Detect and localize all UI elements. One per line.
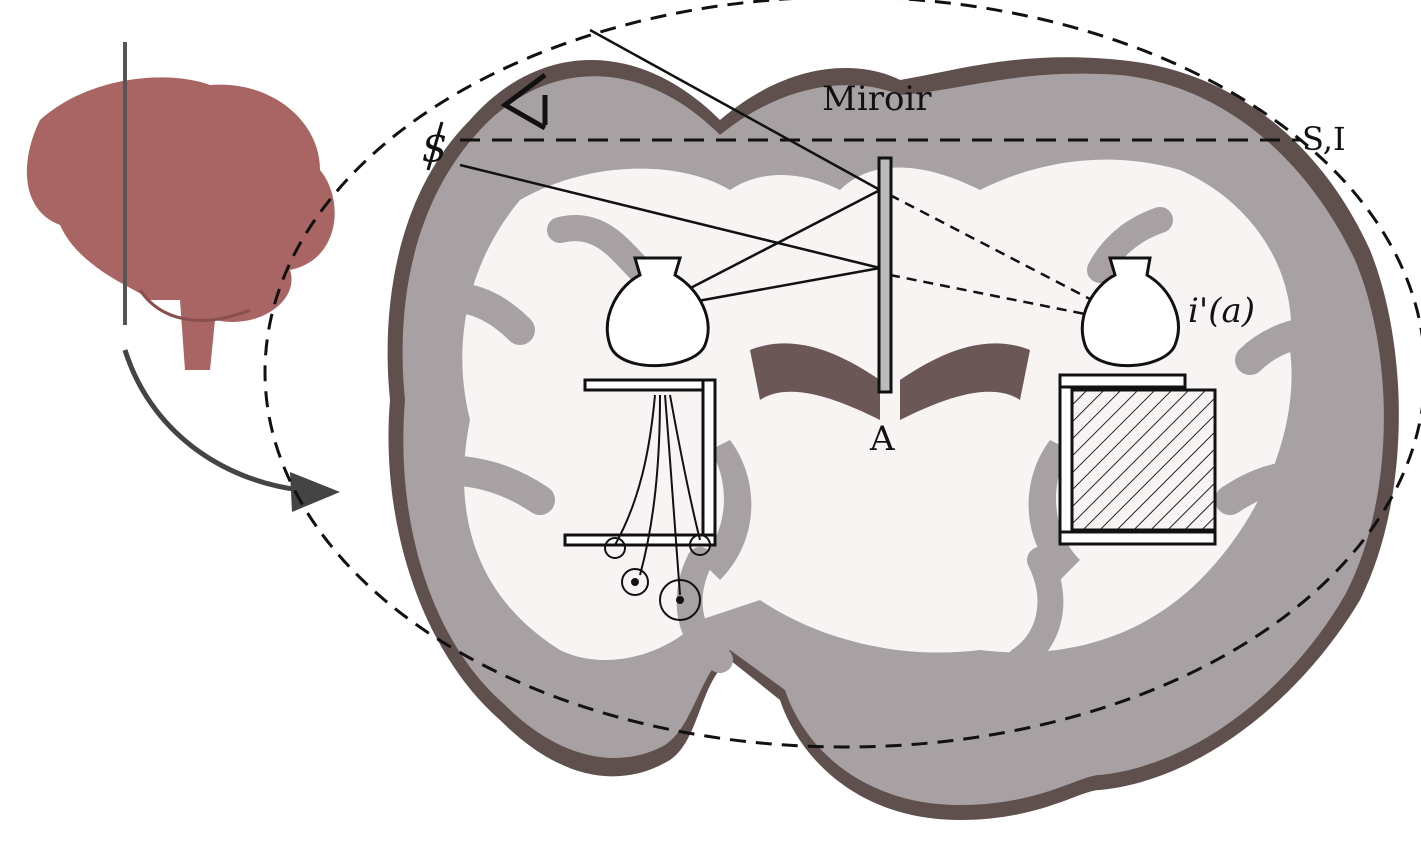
mirror-label: Miroir [822, 79, 932, 119]
source-label-group: S [422, 121, 447, 171]
eye-icon [500, 73, 548, 131]
neuron-fibers [604, 394, 711, 621]
dashed-ellipse [263, 0, 1421, 749]
point-a-label: A [869, 419, 895, 459]
real-vase [563, 256, 717, 547]
virtual-vase [1058, 256, 1217, 546]
brain-side-view-icon [26, 42, 335, 370]
source-image-label: S,I [1302, 120, 1346, 158]
virtual-image-label: i'(a) [1188, 291, 1255, 331]
mirror [877, 156, 893, 394]
curved-arrow-icon [122, 349, 340, 512]
